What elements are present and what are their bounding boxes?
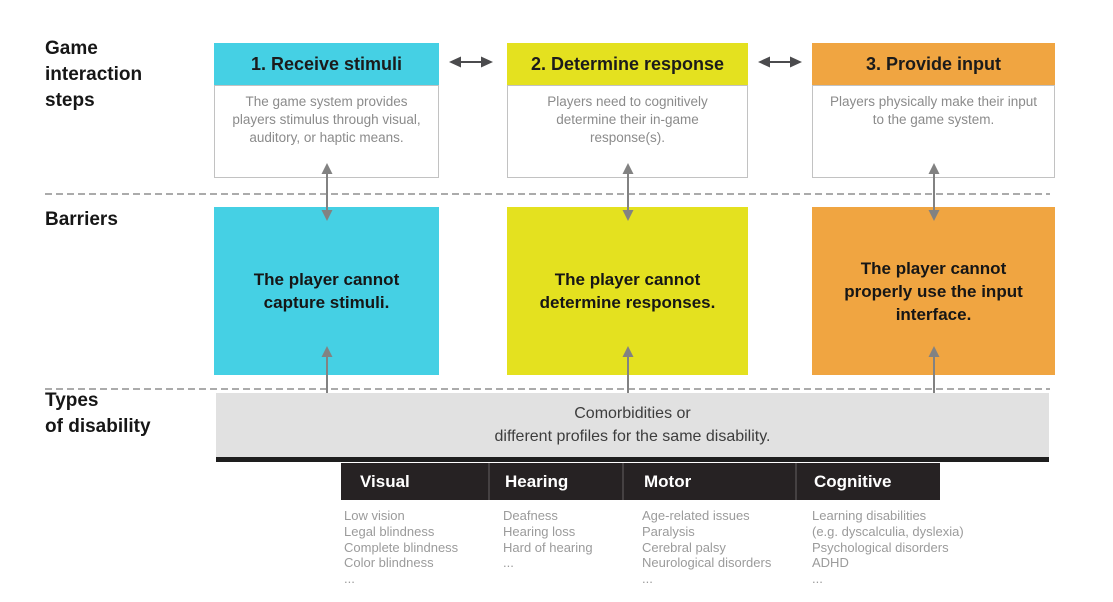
dashed-divider-steps-barriers	[45, 193, 1050, 195]
list-item: ...	[503, 555, 514, 571]
list-item: Hard of hearing	[503, 539, 593, 555]
list-item: ADHD	[812, 555, 849, 571]
disability-list-cognitive: Learning disabilities (e.g. dyscalculia,…	[812, 508, 997, 587]
list-item: Low vision	[344, 508, 405, 523]
category-label-cognitive: Cognitive	[795, 463, 940, 500]
list-item: Deafness	[503, 508, 558, 523]
list-item: ...	[812, 571, 823, 587]
list-item: ...	[642, 571, 653, 587]
list-item: Paralysis	[642, 523, 695, 539]
disability-list-hearing: Deafness Hearing loss Hard of hearing ..…	[503, 508, 638, 571]
step2-description: Players need to cognitively determine th…	[507, 85, 748, 178]
list-item: Neurological disorders	[642, 555, 772, 571]
step3-description: Players physically make their input to t…	[812, 85, 1055, 178]
list-item: Complete blindness	[344, 539, 459, 555]
row-label-game-interaction-steps: Game interaction steps	[45, 38, 143, 111]
comorbidities-box: Comorbidities or different profiles for …	[216, 393, 1049, 462]
step3-header: 3. Provide input	[812, 43, 1055, 85]
list-item: Color blindness	[344, 555, 434, 571]
row-label-types-of-disability: Types of disability	[45, 390, 151, 437]
arrow-step2-step3-icon	[758, 56, 802, 68]
step2-header: 2. Determine response	[507, 43, 748, 85]
barrier3-box: The player cannot properly use the input…	[812, 207, 1055, 375]
list-item: ...	[344, 571, 355, 587]
list-item: (e.g. dyscalculia, dyslexia)	[812, 523, 964, 539]
barrier2-box: The player cannot determine responses.	[507, 207, 748, 375]
list-item: Hearing loss	[503, 523, 576, 539]
category-label-motor: Motor	[622, 463, 795, 500]
category-label-hearing: Hearing	[488, 463, 622, 500]
step1-description: The game system provides players stimulu…	[214, 85, 439, 178]
list-item: Psychological disorders	[812, 539, 949, 555]
disability-list-motor: Age-related issues Paralysis Cerebral pa…	[642, 508, 807, 587]
list-item: Cerebral palsy	[642, 539, 726, 555]
list-item: Age-related issues	[642, 508, 750, 523]
list-item: Legal blindness	[344, 523, 435, 539]
dashed-divider-barriers-types	[45, 388, 1050, 390]
category-label-visual: Visual	[360, 472, 410, 491]
disability-category-bar: Visual Hearing Motor Cognitive	[341, 463, 940, 500]
arrow-step1-step2-icon	[449, 56, 493, 68]
step1-header: 1. Receive stimuli	[214, 43, 439, 85]
disability-list-visual: Low vision Legal blindness Complete blin…	[344, 508, 494, 587]
barrier1-box: The player cannot capture stimuli.	[214, 207, 439, 375]
row-label-barriers: Barriers	[45, 209, 118, 230]
list-item: Learning disabilities	[812, 508, 927, 523]
